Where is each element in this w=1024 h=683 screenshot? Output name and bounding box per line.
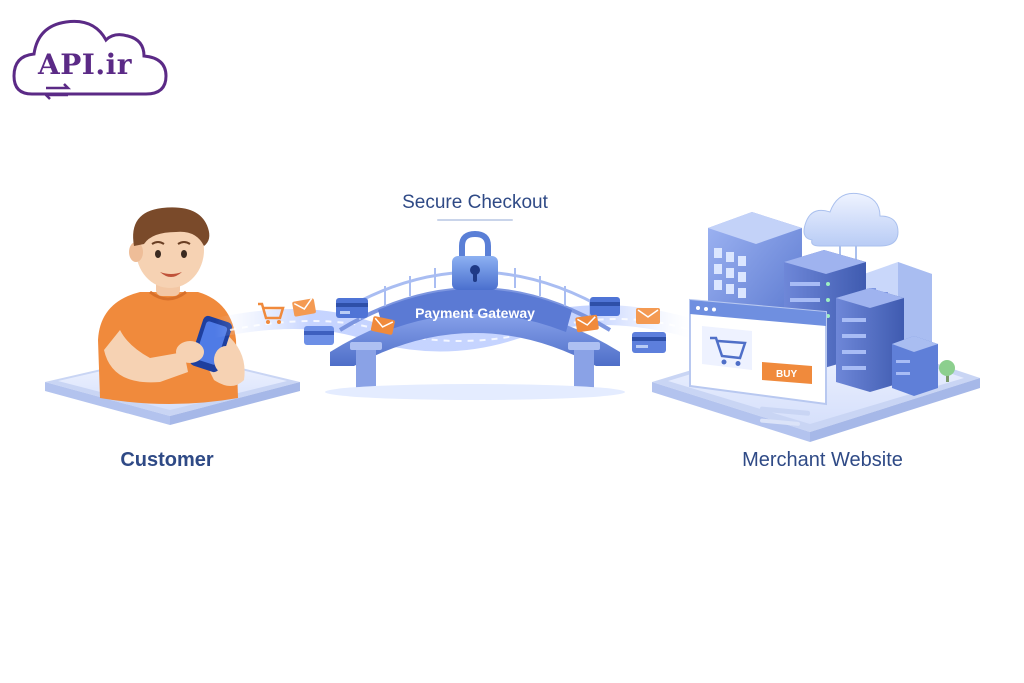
merchant-website-label: Merchant Website [742, 449, 903, 471]
office-building-icon [708, 212, 802, 326]
server-rack-icon [892, 336, 938, 396]
exchange-arrows-icon [42, 83, 72, 100]
data-stream [215, 305, 691, 352]
credit-card-icon [590, 297, 620, 316]
secure-checkout-label: Secure Checkout [402, 192, 548, 213]
brand-logo: API.ir [10, 10, 170, 105]
envelope-icon [292, 298, 316, 317]
customer-label: Customer [120, 449, 214, 471]
server-rack-icon [836, 288, 904, 392]
buy-button: BUY [762, 362, 812, 384]
shopping-cart-icon [702, 326, 752, 370]
payment-gateway-label: Payment Gateway [415, 305, 535, 321]
tree-icon [939, 360, 955, 382]
credit-card-icon [336, 298, 368, 318]
envelope-icon [370, 316, 395, 335]
secure-checkout-underline [437, 219, 513, 221]
customer-person-icon [98, 207, 245, 404]
padlock-icon [452, 230, 498, 290]
envelope-icon [636, 308, 660, 324]
shopping-cart-icon [258, 302, 285, 324]
envelope-icon [575, 314, 599, 333]
credit-card-icon [632, 332, 666, 353]
buy-label: BUY [776, 369, 797, 380]
merchant-browser-window: BUY [689, 298, 827, 426]
credit-card-icon [304, 326, 334, 345]
payment-gateway-bridge [325, 264, 625, 400]
logo-text: API.ir [38, 48, 133, 81]
cloud-icon [803, 192, 899, 268]
cloud-logo-icon [12, 19, 168, 100]
